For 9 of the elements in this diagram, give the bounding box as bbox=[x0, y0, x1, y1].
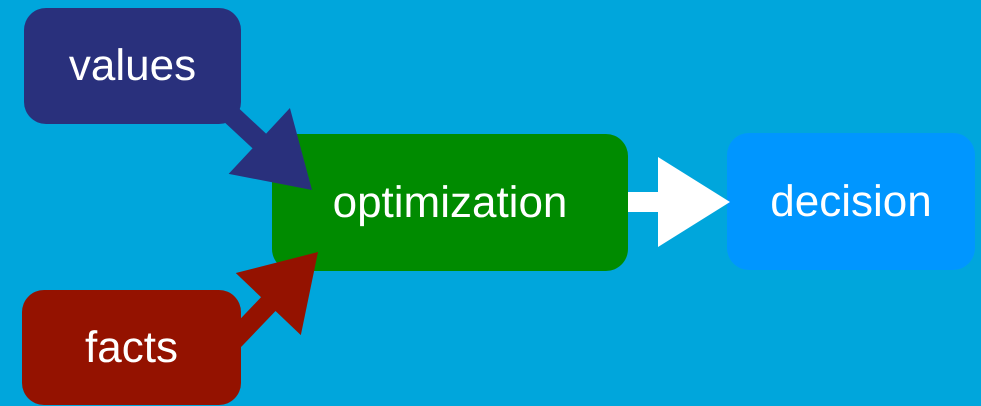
box-label: decision bbox=[770, 176, 932, 226]
process-box bbox=[22, 290, 241, 405]
process-box bbox=[272, 134, 628, 271]
process-box bbox=[24, 8, 241, 124]
box-label: optimization bbox=[332, 178, 568, 228]
arrow bbox=[628, 157, 730, 247]
process-box bbox=[727, 133, 975, 270]
box-label: values bbox=[68, 41, 196, 91]
box-label: facts bbox=[85, 322, 178, 372]
